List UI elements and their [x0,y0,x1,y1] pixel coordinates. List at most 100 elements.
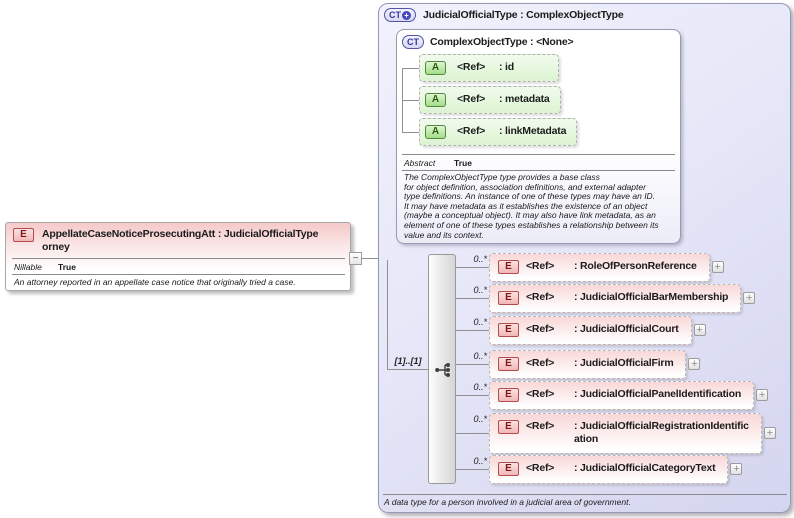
attribute-icon: A [425,61,446,75]
element-description: An attorney reported in an appellate cas… [14,277,296,287]
element-ref: <Ref> [526,357,555,369]
cardinality: 0..* [473,351,487,361]
nillable-label: Nillable [14,262,42,272]
connector-line [456,267,489,268]
cardinality: 0..* [473,254,487,264]
element-box[interactable]: E <Ref> : JudicialOfficialRegistrationId… [489,413,762,454]
attribute-name: : linkMetadata [499,125,567,137]
element-icon: E [498,323,519,337]
base-type-title: ComplexObjectType : <None> [430,35,574,48]
divider [12,274,345,275]
attribute-box-metadata[interactable]: A <Ref> : metadata [419,86,561,114]
element-box[interactable]: E <Ref> : JudicialOfficialBarMembership [489,284,742,313]
element-row-judicial-official-bar-membership: 0..* E <Ref> : JudicialOfficialBarMember… [467,284,756,313]
connector-line [402,68,419,69]
sequence-bar[interactable] [428,254,456,484]
element-name: : JudicialOfficialCategoryText [574,462,716,474]
cardinality: 0..* [473,414,487,424]
divider [402,154,675,155]
attribute-name: : id [499,61,514,73]
element-row-judicial-official-firm: 0..* E <Ref> : JudicialOfficialFirm + [467,350,701,379]
sequence-icon [435,363,450,377]
expand-toggle[interactable]: + [730,463,743,475]
divider [12,258,345,259]
connector-line [456,298,489,299]
element-ref: <Ref> [526,260,555,272]
element-box[interactable]: E <Ref> : JudicialOfficialCategoryText [489,455,729,484]
element-icon: E [498,462,519,476]
element-box[interactable]: E <Ref> : JudicialOfficialFirm [489,350,687,379]
element-row-judicial-official-registration-identification: 0..* E <Ref> : JudicialOfficialRegistrat… [467,413,776,454]
element-box[interactable]: E <Ref> : RoleOfPersonReference [489,253,710,282]
element-icon: E [498,420,519,434]
attribute-box-id[interactable]: A <Ref> : id [419,54,559,82]
attribute-icon: A [425,125,446,139]
connector-line [352,258,378,259]
attribute-name: : metadata [499,93,550,105]
connector-line [456,469,489,470]
element-name: : JudicialOfficialRegistrationIdentific … [574,420,749,445]
expand-toggle[interactable]: + [743,292,756,304]
element-row-role-of-person-reference: 0..* E <Ref> : RoleOfPersonReference + [467,253,724,282]
element-icon: E [498,291,519,305]
element-name: : JudicialOfficialFirm [574,357,674,369]
element-icon: E [498,388,519,402]
connector-line [456,433,489,434]
connector-line [387,369,428,370]
element-name: : JudicialOfficialBarMembership [574,291,729,303]
connector-line [456,395,489,396]
element-icon: E [13,228,34,242]
abstract-row: Abstract True [397,156,680,169]
abstract-label: Abstract [404,158,436,168]
element-name: : RoleOfPersonReference [574,260,697,272]
sequence-cardinality: [1]..[1] [394,356,422,366]
expand-toggle[interactable]: + [688,358,701,370]
element-title: AppellateCaseNoticeProsecutingAtt : Judi… [42,228,319,253]
element-icon: E [498,260,519,274]
attribute-box-link-metadata[interactable]: A <Ref> : linkMetadata [419,118,578,146]
element-name: : JudicialOfficialPanelIdentification [574,388,742,400]
type-box-judicial-official-type: CT+ JudicialOfficialType : ComplexObject… [378,3,791,513]
attribute-ref: <Ref> [457,61,486,73]
nillable-row: Nillable True [6,260,350,273]
element-box-appellate-case-notice-prosecuting-attorney[interactable]: E AppellateCaseNoticeProsecutingAtt : Ju… [5,222,351,291]
base-type-description: The ComplexObjectType type provides a ba… [404,172,659,240]
divider [402,170,675,171]
element-row-judicial-official-category-text: 0..* E <Ref> : JudicialOfficialCategoryT… [467,455,743,484]
attribute-ref: <Ref> [457,93,486,105]
element-ref: <Ref> [526,420,555,432]
element-row-judicial-official-court: 0..* E <Ref> : JudicialOfficialCourt + [467,316,706,345]
complex-type-icon: CT [402,35,424,49]
connector-line [456,330,489,331]
cardinality: 0..* [473,456,487,466]
expand-toggle[interactable]: + [756,389,769,401]
cardinality: 0..* [473,285,487,295]
divider [383,494,787,495]
connector-line [387,260,388,370]
element-header: E AppellateCaseNoticeProsecutingAtt : Ju… [6,223,350,255]
expand-toggle[interactable]: + [763,427,776,439]
base-type-box-complex-object-type[interactable]: CT ComplexObjectType : <None> A <Ref> : … [396,29,681,244]
abstract-value: True [454,158,472,168]
element-name: : JudicialOfficialCourt [574,323,679,335]
collapse-toggle[interactable]: − [349,252,362,265]
element-ref: <Ref> [526,323,555,335]
type-title: JudicialOfficialType : ComplexObjectType [423,8,624,21]
attribute-icon: A [425,93,446,107]
element-box[interactable]: E <Ref> : JudicialOfficialPanelIdentific… [489,381,755,410]
nillable-value: True [58,262,76,272]
element-ref: <Ref> [526,388,555,400]
connector-line [456,364,489,365]
expand-toggle[interactable]: + [693,324,706,336]
base-type-header: CT ComplexObjectType : <None> [402,35,574,49]
expand-toggle[interactable]: + [711,261,724,273]
connector-line [402,100,419,101]
attribute-ref: <Ref> [457,125,486,137]
type-header: CT+ JudicialOfficialType : ComplexObject… [384,8,624,22]
element-row-judicial-official-panel-identification: 0..* E <Ref> : JudicialOfficialPanelIden… [467,381,769,410]
complex-type-plus-icon: CT+ [384,8,416,22]
element-box[interactable]: E <Ref> : JudicialOfficialCourt [489,316,692,345]
element-icon: E [498,357,519,371]
cardinality: 0..* [473,317,487,327]
